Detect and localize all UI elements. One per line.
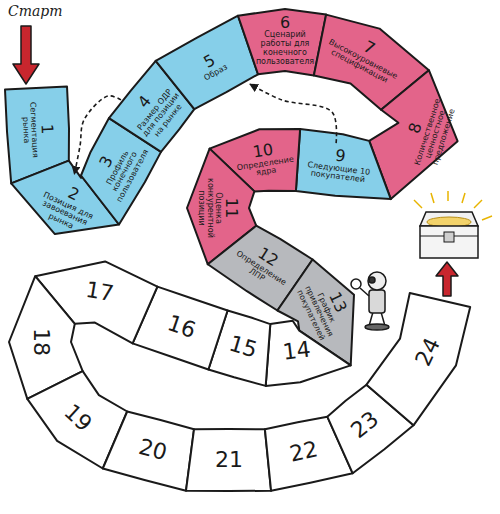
track-cell bbox=[103, 412, 194, 491]
step-number: 1 bbox=[36, 92, 57, 167]
robot-figure bbox=[351, 272, 389, 330]
chest-lock bbox=[444, 232, 454, 242]
start-arrow bbox=[13, 26, 39, 84]
track-cell bbox=[296, 129, 391, 199]
step-cell: 18 bbox=[28, 305, 52, 380]
robot-figure bbox=[369, 277, 375, 283]
step-number: 6 bbox=[254, 14, 316, 32]
chest-rays bbox=[431, 193, 434, 203]
chest-lid bbox=[420, 212, 478, 226]
treasure-chest bbox=[414, 191, 492, 258]
chest-rays bbox=[462, 193, 465, 203]
step-cell: 21 bbox=[195, 448, 263, 472]
step-cell: 6Сценарий работы для конечного пользоват… bbox=[254, 14, 316, 67]
chest-rays bbox=[447, 191, 449, 201]
track-cell bbox=[266, 321, 351, 386]
track-cell bbox=[238, 9, 326, 75]
chest-rays bbox=[414, 200, 422, 208]
robot-figure bbox=[369, 290, 385, 313]
chest-body bbox=[420, 226, 478, 258]
dashed-arrow bbox=[250, 84, 337, 143]
step-title: Сегментация рынка bbox=[19, 93, 40, 168]
start-arrow bbox=[13, 26, 39, 84]
chest-rays bbox=[482, 216, 492, 220]
step-title: Оценка конкурентной позиции bbox=[196, 175, 222, 240]
robot-figure bbox=[368, 272, 386, 290]
step-cell: 11Оценка конкурентной позиции bbox=[196, 175, 240, 240]
step-number: 11 bbox=[222, 175, 240, 240]
step-title: Сценарий работы для конечного пользовате… bbox=[254, 31, 316, 66]
step-number: 18 bbox=[28, 305, 52, 380]
chest-rays bbox=[474, 200, 482, 208]
finish-arrow bbox=[436, 262, 458, 296]
finish-arrow bbox=[436, 262, 458, 296]
robot-figure bbox=[351, 279, 361, 289]
step-cell: 1Сегментация рынка bbox=[19, 92, 58, 168]
start-label: Старт bbox=[8, 3, 63, 19]
robot-figure bbox=[360, 288, 369, 296]
robot-figure bbox=[365, 324, 389, 330]
track-cell bbox=[186, 429, 271, 491]
step-number: 21 bbox=[195, 448, 263, 472]
